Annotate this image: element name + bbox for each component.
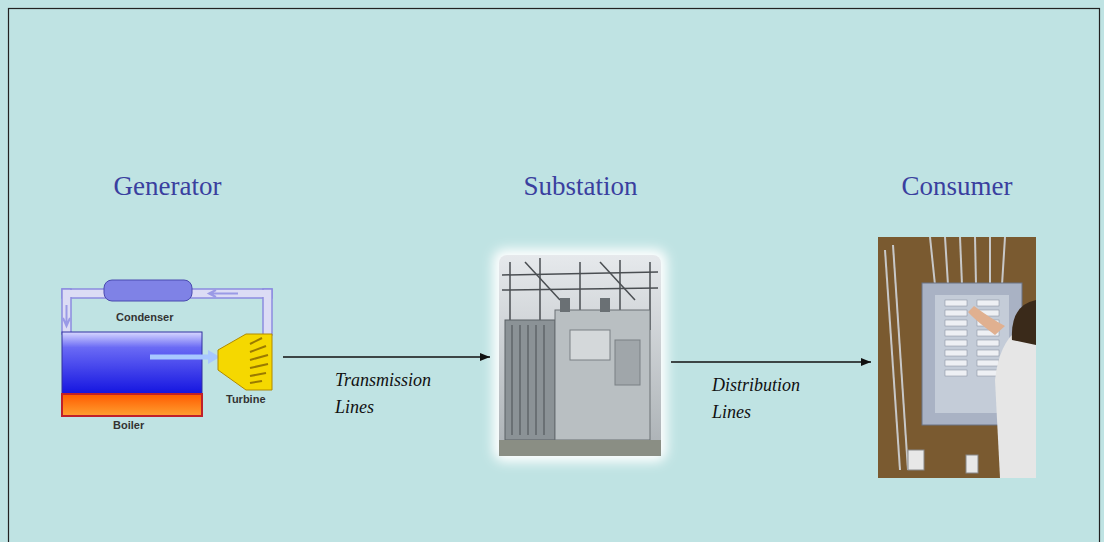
node-heading: Consumer: [874, 170, 1040, 202]
consumer-photo: [878, 237, 1036, 478]
generator-illustration: [62, 280, 272, 416]
flow-arrow: [671, 361, 871, 362]
flow-arrow: [283, 356, 490, 357]
stage-node: Consumer: [874, 170, 1040, 482]
stage-node: Substation: [493, 170, 668, 462]
part-label: Condenser: [116, 311, 173, 324]
node-heading: Substation: [493, 170, 668, 202]
frame: [9, 9, 1100, 542]
edge-label: Transmission Lines: [335, 367, 460, 421]
part-label: Turbine: [226, 393, 266, 406]
edge-label: Distribution Lines: [712, 372, 827, 426]
part-label: Boiler: [113, 419, 144, 432]
node-heading: Generator: [55, 170, 280, 202]
substation-photo: [493, 249, 667, 462]
